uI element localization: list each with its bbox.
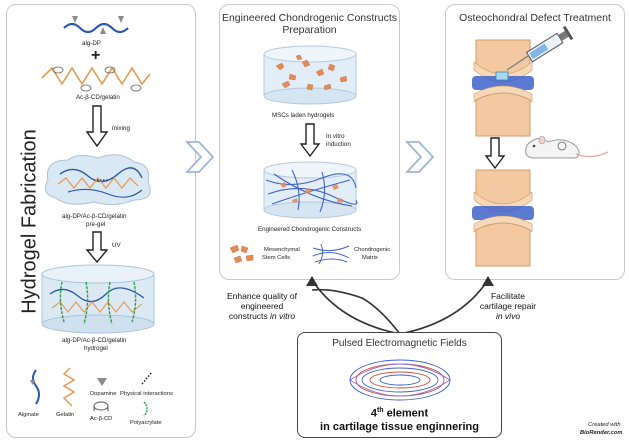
pef-element-text: 4th element (297, 407, 502, 421)
facilitate-repair-note: Facilitate cartilage repair in vivo (468, 291, 548, 322)
dopamine-legend-label: Dopamine (90, 391, 117, 397)
uv-label: UV (112, 242, 121, 249)
alginate-legend-icon (30, 369, 40, 405)
defect-treatment-title: Osteochondral Defect Treatment (459, 12, 611, 24)
element-word: element (383, 407, 429, 420)
matrix-legend-line1: Chondrogenic (354, 247, 391, 253)
gelatin-legend-icon (62, 367, 76, 407)
msc-laden-hydrogel (263, 45, 357, 105)
dopamine-legend-icon (97, 378, 107, 386)
construct-preparation-title-line1: Engineered Chondrogenic Constructs (221, 12, 398, 24)
ac-cd-gelatin-label: Ac-β-CD/gelatin (76, 94, 120, 101)
alginate-legend-label: Alginate (18, 412, 39, 418)
enhance-line2: engineered (240, 301, 284, 312)
facilitate-line2: cartilage repair (479, 301, 537, 312)
alg-dp-label: alg-DP (82, 40, 101, 47)
joint-defect-illustration (472, 39, 534, 137)
facilitate-line3: in vivo (495, 311, 521, 322)
joint-repaired-illustration (472, 169, 534, 267)
mixing-arrow (85, 105, 109, 148)
mixing-label: mixing (112, 125, 130, 132)
syringe-icon (506, 25, 574, 71)
enhance-quality-note: Enhance quality of engineered constructs… (212, 291, 312, 322)
enhance-line3a: constructs (228, 311, 271, 322)
physical-interactions-legend-icon (141, 371, 153, 385)
element-number: 4 (370, 407, 377, 420)
pregel-label-line2: pre-gel (86, 221, 106, 228)
ac-cd-gelatin-molecule (41, 66, 151, 92)
hydrogel-label-line2: hydrogel (84, 345, 108, 352)
msc-legend-line1: Mesenchymal (264, 247, 300, 253)
uv-arrow (85, 231, 109, 264)
enhance-line3b: in vitro (270, 311, 296, 322)
hydrogel-cylinder (41, 264, 155, 334)
constructs-label: Engineered Chondrogenic Constructs (258, 226, 362, 233)
curved-arrows (306, 276, 494, 335)
matrix-legend-line2: Matrix (362, 255, 378, 261)
matrix-legend-icon (312, 243, 350, 265)
induction-label-line1: In vitro (326, 133, 345, 140)
element-superscript: th (376, 407, 384, 414)
induction-arrow (299, 123, 321, 158)
alg-dp-molecule (63, 16, 129, 34)
electromagnetic-coil (349, 359, 451, 401)
polyacrylate-legend-label: Polyacrylate (130, 420, 162, 426)
gelatin-legend-label: Gelatin (56, 412, 75, 418)
pregel-blob (44, 154, 151, 206)
msc-legend-icon (229, 244, 254, 264)
physical-interactions-legend-label: Physical interactions (120, 391, 173, 397)
induction-label-line2: induction (326, 141, 351, 148)
polyacrylate-legend-icon (143, 401, 148, 417)
credit-line1: Created with (588, 422, 621, 428)
hydrogel-fabrication-panel (6, 4, 196, 438)
chevron-arrow-2 (404, 141, 435, 173)
pregel-label-line1: alg-DP/Ac-β-CD/gelatin (62, 213, 127, 220)
engineered-construct (263, 161, 358, 219)
hydrogel-label-line1: alg-DP/Ac-β-CD/gelatin (62, 337, 127, 344)
pef-title: Pulsed Electromagnetic Fields (332, 338, 467, 349)
facilitate-line1: Facilitate (490, 291, 525, 301)
ac-cd-legend-label: Ac-β-CD (90, 416, 113, 422)
construct-preparation-title-line2: Preparation (282, 24, 337, 36)
chevron-arrow-1 (184, 141, 215, 173)
msc-legend-line2: Stem Cells (262, 255, 291, 261)
credit-line2: BioRender.com (580, 430, 623, 436)
hydrogel-fabrication-title: Hydrogel Fabrication (18, 129, 41, 314)
plus-sign: + (91, 47, 101, 64)
enhance-line1: Enhance quality of (227, 291, 297, 301)
treatment-arrow (484, 137, 506, 170)
pef-subtitle: in cartilage tissue enginnering (320, 421, 479, 433)
msc-laden-label: MSCs laden hydrogels (272, 112, 335, 119)
rat-icon (525, 135, 609, 159)
ac-cd-legend-icon (93, 401, 109, 411)
